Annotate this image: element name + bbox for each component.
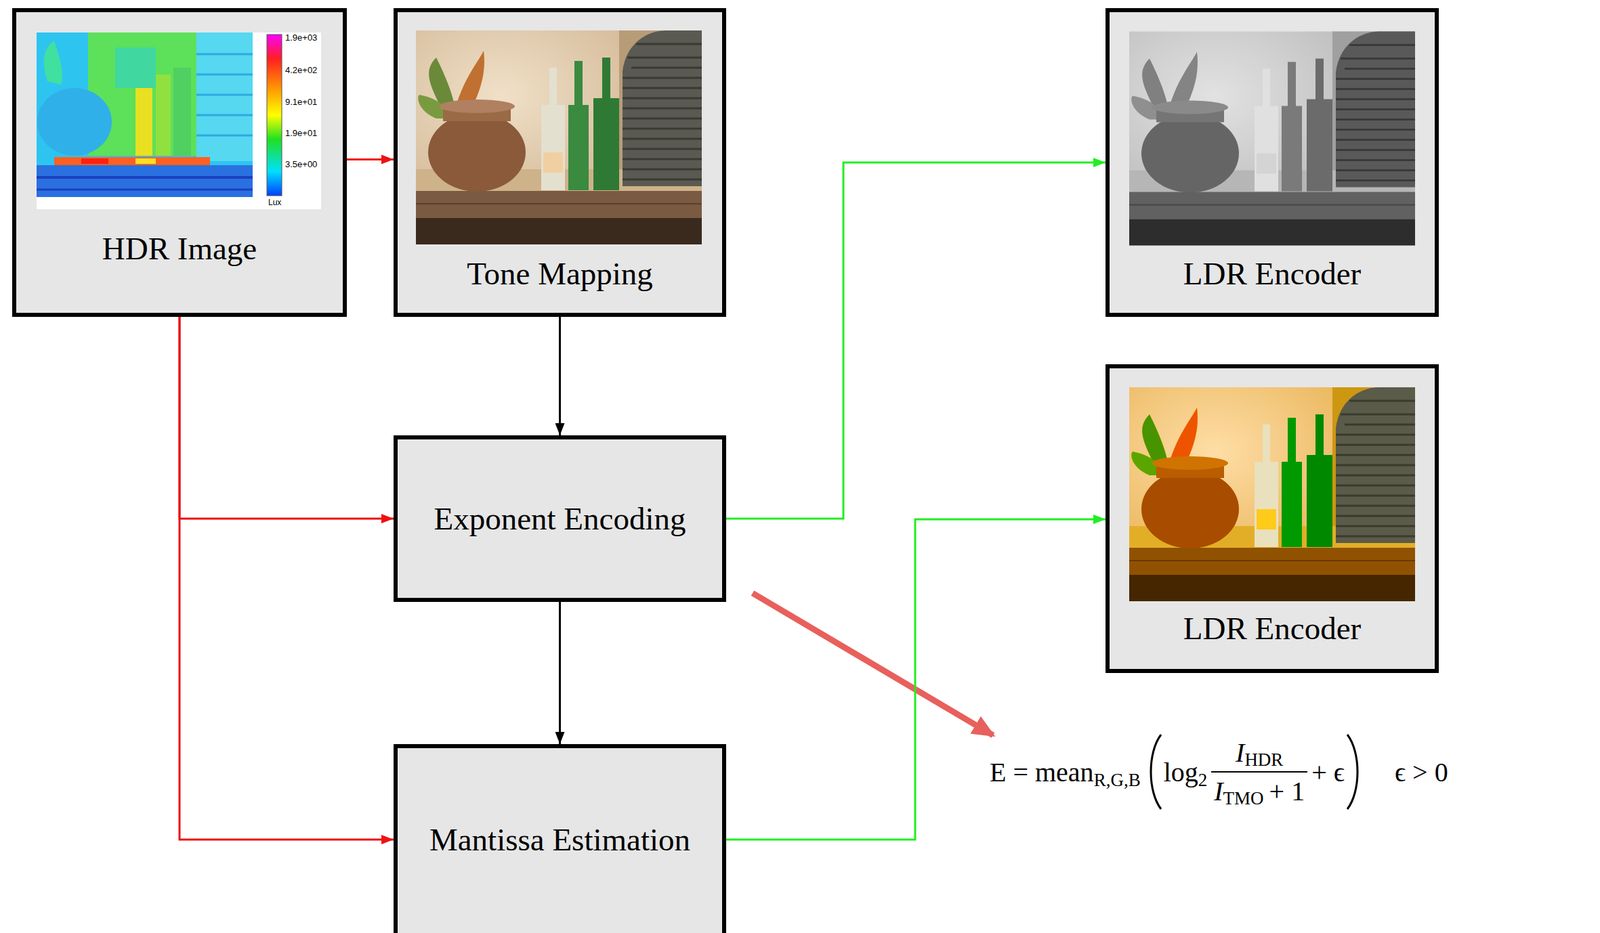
drawing-part [1347,734,1358,810]
drawing-part [81,158,109,164]
formula-subscript: TMO [1223,788,1265,810]
left-paren [1146,732,1164,813]
formula-text: + 1 [1269,775,1306,808]
box-label: Mantissa Estimation [429,821,691,859]
flow-arrow [726,519,1106,840]
formula-subscript: 2 [1198,770,1208,792]
drawing-part [196,32,253,162]
drawing-part [196,134,253,137]
drawing-part [173,67,192,156]
drawing-part [135,158,156,164]
formula-text: E = mean [989,756,1094,789]
flow-arrow [179,317,394,519]
box-label: LDR Encoder [1183,255,1361,292]
box-label: Exponent Encoding [433,500,686,538]
colorbar-tick: 1.9e+03 [285,33,318,42]
formula-variable: I [1213,775,1223,808]
formula-subscript: R,G,B [1093,770,1141,792]
drawing-part [196,94,253,97]
right-paren [1344,732,1363,813]
flow-arrow [346,158,394,161]
box-label: Tone Mapping [466,255,654,292]
formula-variable: I [1235,737,1245,769]
drawing-part [196,53,253,56]
formula: E = mean R,G,B log 2 I HDR I TMO + 1 + ϵ… [989,728,1449,817]
formula-condition: ϵ > 0 [1394,756,1449,789]
flow-arrow [558,602,561,745]
drawing-part [393,8,727,318]
flow-arrow [558,317,561,436]
callout-arrow [752,593,994,736]
luminance-photo [1129,31,1416,246]
process-box: HDR Image [12,8,347,318]
drawing-part [196,114,253,117]
chroma-photo [1129,387,1416,602]
drawing-part [155,74,171,156]
process-box: Tone Mapping [393,8,727,318]
drawing-part [36,32,253,198]
colorbar-tick: 1.9e+01 [285,128,318,138]
formula-text: + ϵ [1311,756,1345,789]
drawing-part [54,157,210,166]
drawing-part [36,188,253,192]
drawing-part [36,176,253,179]
colorbar-tick: 9.1e+01 [285,97,318,107]
drawing-part [44,40,63,85]
formula-text: log [1163,756,1199,789]
drawing-part [36,165,253,198]
drawing-part [12,8,347,318]
process-box: LDR Encoder [1105,8,1439,318]
flow-arrow [179,317,394,840]
formula-subscript: HDR [1244,749,1283,771]
drawing-part [1150,734,1162,810]
box-fills [12,8,1439,933]
heatmap-image [36,32,322,210]
box-label: HDR Image [102,230,257,267]
drawing-part [393,435,727,603]
drawing-part [196,54,253,136]
colorbar-unit: Lux [268,198,282,207]
drawing-part [1105,364,1439,674]
numerator: I HDR [1232,737,1286,769]
drawing-part [115,47,156,89]
box-label: LDR Encoder [1183,610,1361,647]
process-box: LDR Encoder [1105,364,1439,674]
drawing-part [196,73,253,76]
drawing-part [266,34,282,196]
flow-arrow [726,162,1106,519]
denominator: I TMO + 1 [1211,775,1308,808]
drawing-part [36,32,322,210]
fraction: I HDR I TMO + 1 [1211,737,1308,808]
drawing-part [37,88,112,156]
fraction-bar [1211,771,1308,773]
drawing-part [135,88,153,156]
drawing-part [1105,8,1439,318]
colorbar-tick: 4.2e+02 [285,65,318,75]
process-box: Mantissa Estimation [393,744,727,933]
colorbar-tick: 3.5e+00 [285,159,318,169]
process-box: Exponent Encoding [393,435,727,603]
tone-mapped-photo [415,30,702,245]
drawing-part [393,744,727,933]
